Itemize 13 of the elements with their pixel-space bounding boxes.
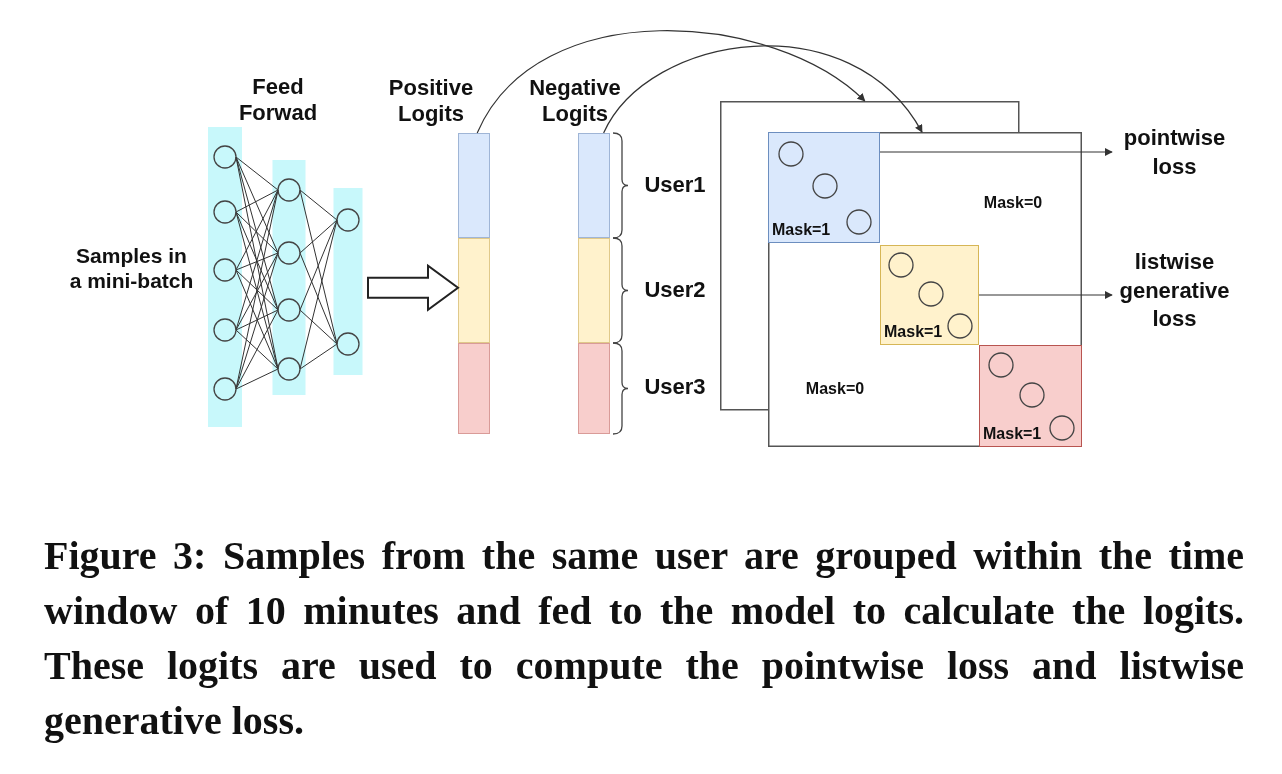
column-heading: Positive Logits xyxy=(387,75,475,128)
loss-label: pointwise loss xyxy=(1112,124,1237,184)
figure-caption: Figure 3: Samples from the same user are grouped within the time window of 10 minutes and fed to the model to calculate the logits. These logits are used to compute the pointwise loss and listwise generative loss. xyxy=(44,532,1244,745)
column-heading: Negative Logits xyxy=(528,75,622,128)
loss-label: listwise generative loss xyxy=(1112,248,1237,338)
arrow xyxy=(476,30,866,134)
user-label: User1 xyxy=(643,172,707,199)
block-arrow xyxy=(367,263,460,312)
arrow xyxy=(603,45,923,134)
user-label: User3 xyxy=(643,374,707,401)
network-heading: Feed Forwad xyxy=(237,74,319,127)
sample-label: Samples in a mini-batch xyxy=(68,243,195,294)
user-label: User2 xyxy=(643,277,707,304)
